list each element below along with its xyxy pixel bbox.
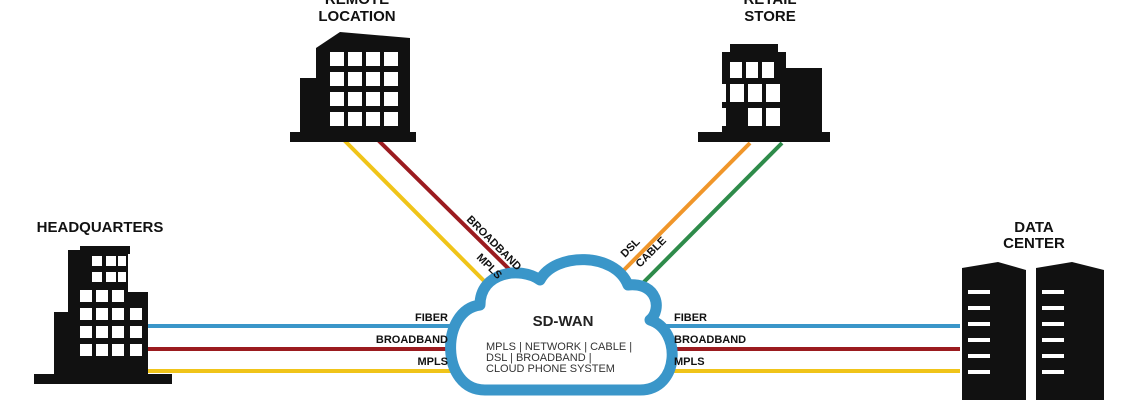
data-center-server-icon	[962, 262, 1104, 400]
connection-lines	[140, 138, 960, 373]
line-retail-cable	[634, 141, 784, 292]
sd-wan-cloud: SD-WAN MPLS | NETWORK | CABLE | DSL | BR…	[445, 254, 678, 396]
cloud-line-3: CLOUD PHONE SYSTEM	[486, 363, 615, 375]
data-center-title-line1: DATA	[1014, 219, 1054, 236]
cloud-icon	[445, 254, 678, 396]
retail-store-building-icon	[698, 44, 830, 142]
cloud-line-1: MPLS | NETWORK | CABLE |	[486, 341, 632, 353]
line-remote-mpls	[342, 138, 502, 299]
retail-store-title-line2: STORE	[744, 8, 795, 25]
line-remote-broadband	[376, 138, 514, 274]
hq-link-label-mpls: MPLS	[417, 356, 448, 368]
hq-link-label-fiber: FIBER	[415, 312, 448, 324]
headquarters-title: HEADQUARTERS	[37, 219, 164, 236]
dc-link-label-fiber: FIBER	[674, 312, 707, 324]
cloud-title: SD-WAN	[533, 313, 594, 330]
remote-location-title-line1: REMOTE	[325, 0, 389, 8]
headquarters-building-icon	[34, 246, 172, 384]
retail-store-title-line1: RETAIL	[743, 0, 796, 8]
remote-location-title-line2: LOCATION	[318, 8, 395, 25]
dc-link-label-mpls: MPLS	[674, 356, 705, 368]
line-retail-dsl	[620, 141, 752, 274]
remote-location-building-icon	[290, 32, 416, 142]
dc-link-label-broadband: BROADBAND	[674, 334, 746, 346]
data-center-title-line2: CENTER	[1003, 235, 1065, 252]
cloud-line-2: DSL | BROADBAND |	[486, 352, 592, 364]
hq-link-label-broadband: BROADBAND	[376, 334, 448, 346]
